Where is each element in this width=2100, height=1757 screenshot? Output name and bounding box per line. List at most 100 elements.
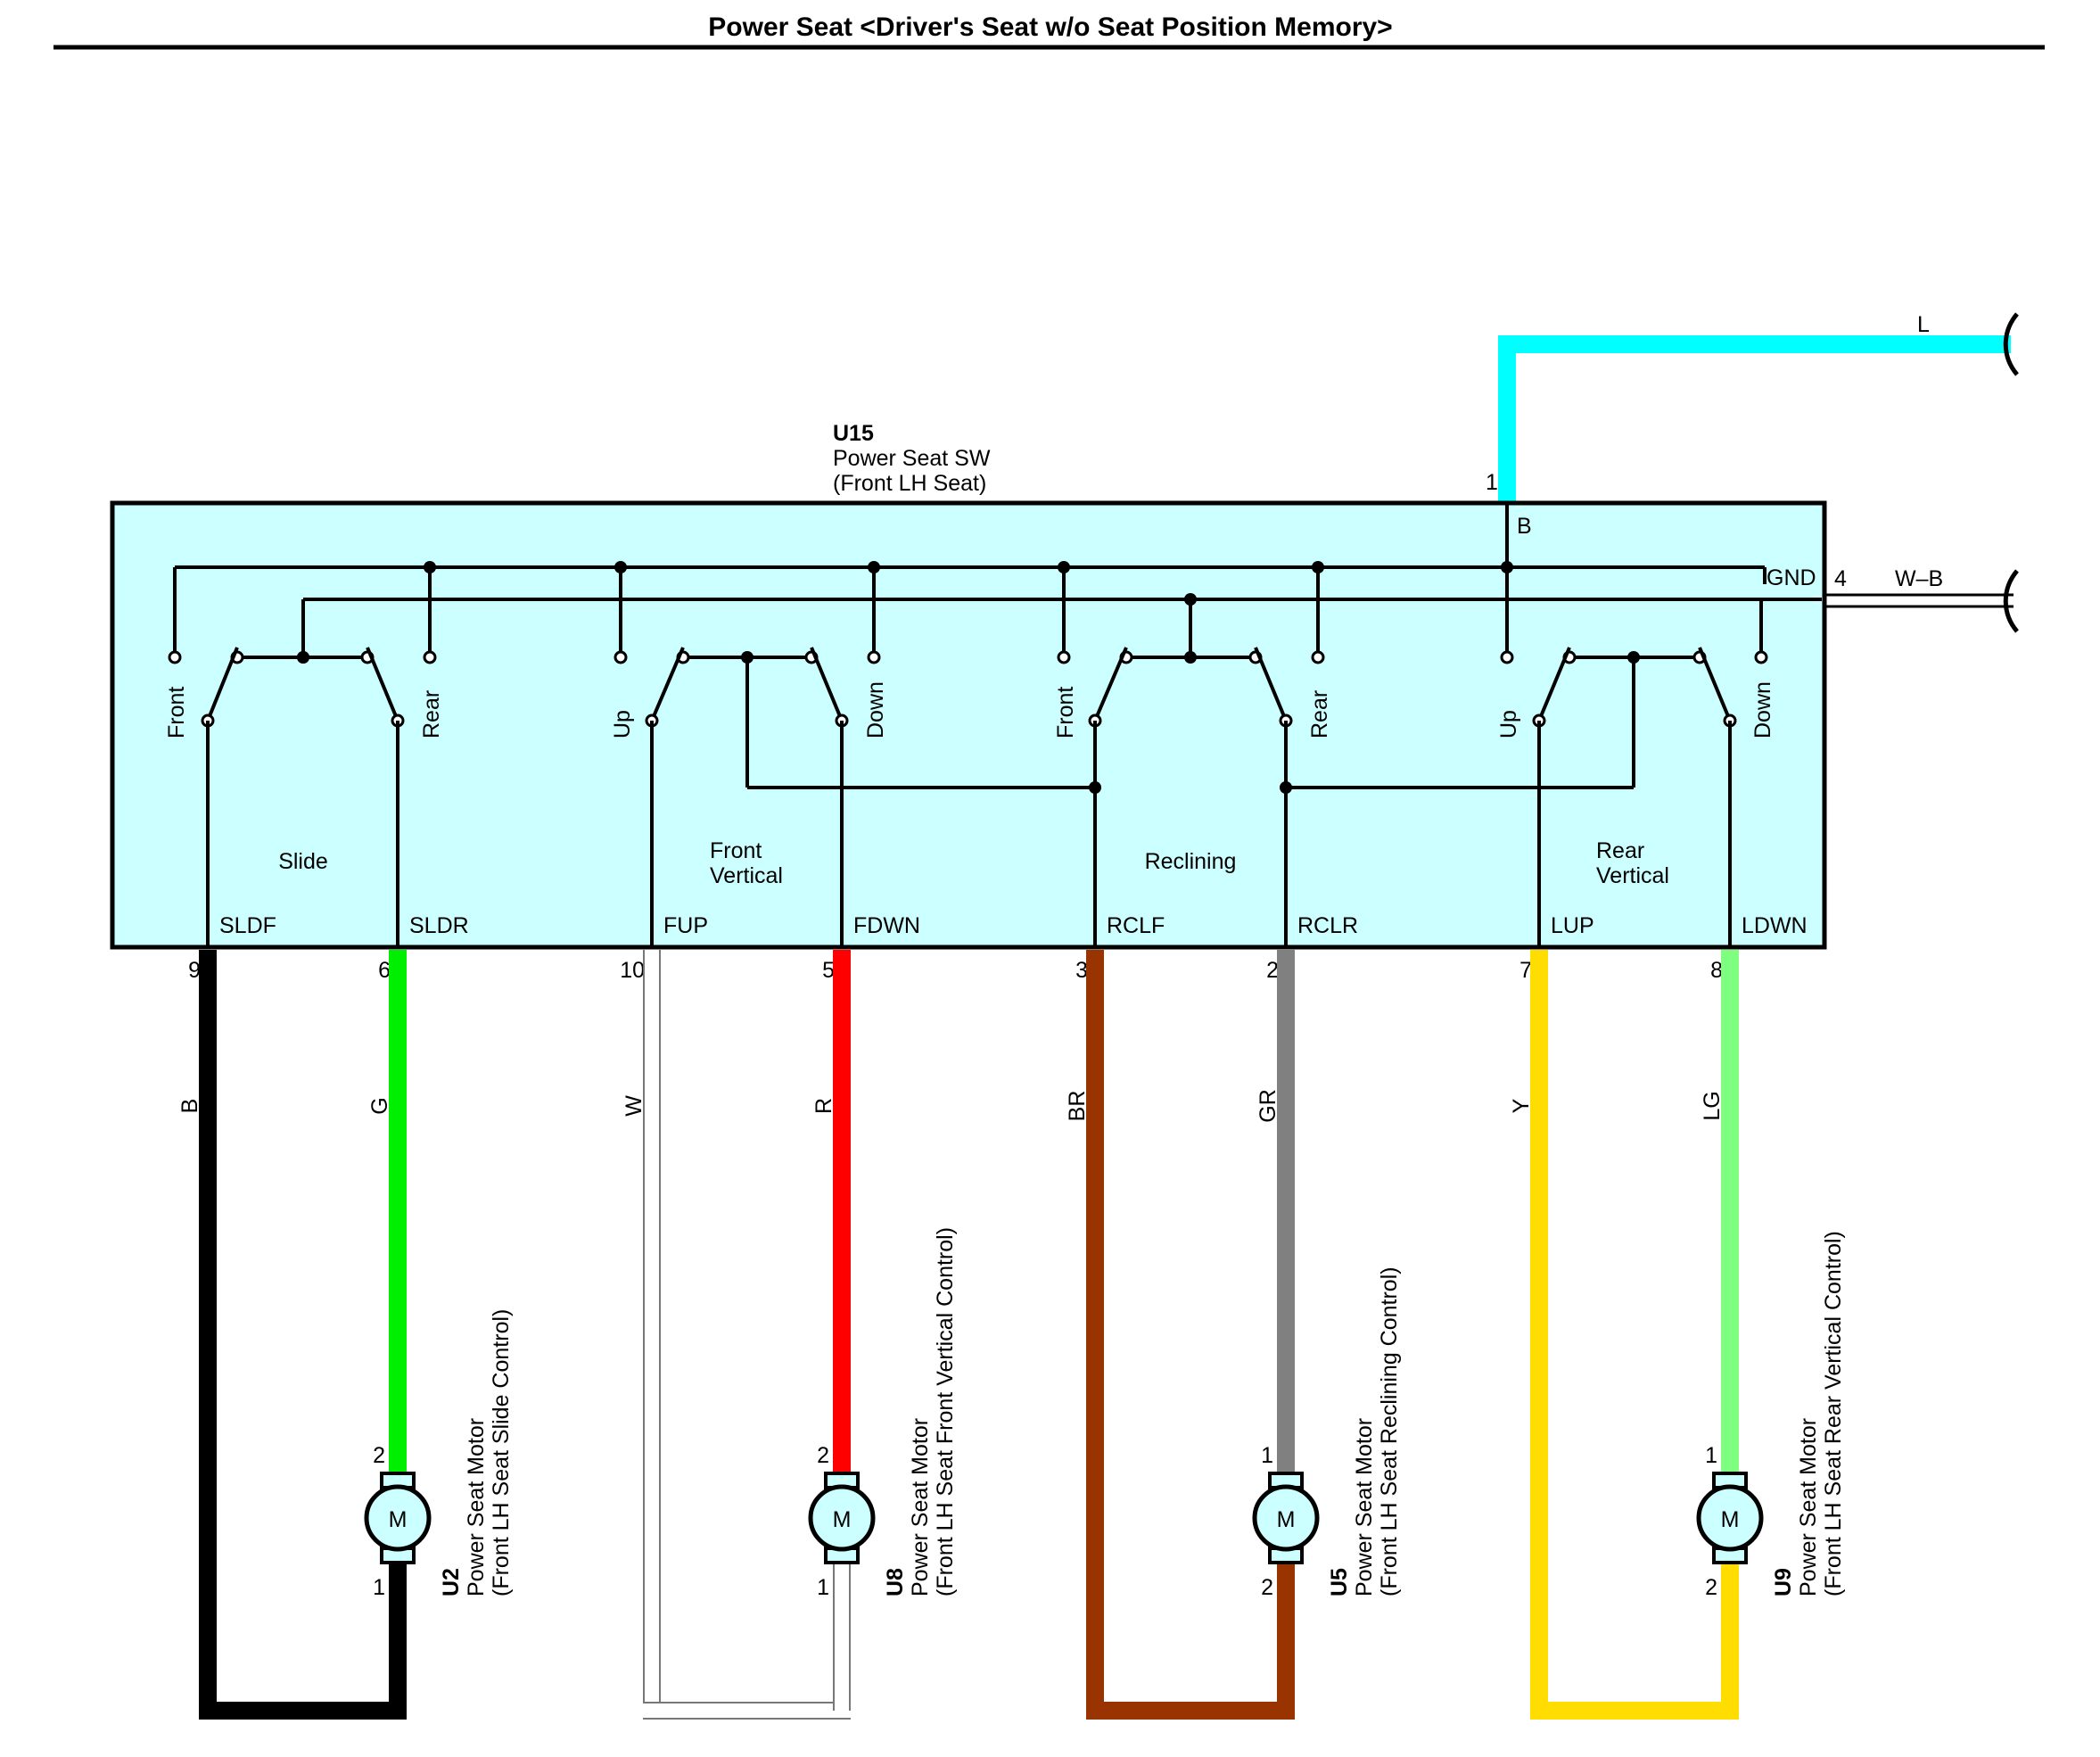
- motor-name-1: Power Seat Motor: [908, 1418, 933, 1596]
- motor-symbol-3: M: [1721, 1507, 1740, 1532]
- motor-bottom-pin-3: 2: [1705, 1575, 1717, 1600]
- motor-name-2: Power Seat Motor: [1352, 1418, 1377, 1596]
- group-label-line1-3: Rear: [1596, 838, 1644, 863]
- diagram-title: Power Seat <Driver's Seat w/o Seat Posit…: [708, 12, 1392, 42]
- contact-terminal-right-0: [423, 650, 437, 664]
- terminal-name-1: SLDR: [409, 913, 469, 938]
- motor-body-icon-0: [364, 1484, 432, 1552]
- contact-terminal-left-2: [1057, 650, 1071, 664]
- motor-symbol-2: M: [1277, 1507, 1296, 1532]
- motor-name-0: Power Seat Motor: [464, 1418, 489, 1596]
- motor-top-pin-0: 2: [373, 1443, 385, 1468]
- ground-label: GND: [1766, 565, 1816, 590]
- wire-color-label-6: Y: [1509, 1098, 1534, 1113]
- motor-top-pin-2: 1: [1261, 1443, 1273, 1468]
- power-feed-wire-color-label: L: [1917, 312, 1930, 337]
- contact-terminal-left-0: [168, 650, 182, 664]
- terminal-name-7: LDWN: [1742, 913, 1808, 938]
- motor-id-0: U2: [439, 1568, 464, 1596]
- terminal-pin-1: 6: [378, 958, 391, 983]
- slide-pivot-dot: [297, 651, 309, 664]
- motor-top-pin-3: 1: [1705, 1443, 1717, 1468]
- motor-bottom-pin-0: 1: [373, 1575, 385, 1600]
- wire-color-label-1: G: [367, 1097, 392, 1114]
- terminal-pin-5: 2: [1266, 958, 1279, 983]
- motor-location-1: (Front LH Seat Front Vertical Control): [933, 1227, 958, 1596]
- contact-label-right-1: Down: [863, 681, 888, 738]
- wire-color-label-3: R: [811, 1098, 836, 1114]
- switch-location: (Front LH Seat): [833, 471, 986, 496]
- bus-junction-dot-1: [424, 561, 436, 573]
- ground-wire-color-label: W–B: [1895, 566, 1943, 591]
- contact-terminal-left-1: [614, 650, 628, 664]
- motor-symbol-0: M: [389, 1507, 408, 1532]
- contact-terminal-left-3: [1500, 650, 1514, 664]
- terminal-pin-0: 9: [188, 958, 201, 983]
- contact-label-left-2: Front: [1053, 687, 1078, 738]
- contact-label-right-3: Down: [1750, 681, 1775, 738]
- wire-color-label-5: GR: [1256, 1089, 1281, 1123]
- contact-terminal-right-3: [1754, 650, 1768, 664]
- terminal-pin-7: 8: [1710, 958, 1723, 983]
- power-feed-wire: [1498, 335, 2011, 501]
- terminal-name-4: RCLF: [1107, 913, 1165, 938]
- power-seat-switch-box: [110, 500, 1827, 950]
- motor-location-2: (Front LH Seat Reclining Control): [1377, 1266, 1402, 1596]
- ground-wire-break-icon: [2003, 569, 2019, 633]
- contact-label-left-3: Up: [1496, 710, 1521, 738]
- motor-body-icon-2: [1252, 1484, 1320, 1552]
- switch-internal-circuit: [168, 501, 1822, 794]
- switch-arm-right-1: [810, 647, 844, 722]
- switch-arm-right-0: [366, 647, 399, 722]
- wire-color-label-7: LG: [1700, 1091, 1725, 1120]
- ground-pin-number: 4: [1834, 566, 1847, 591]
- power-feed-wire-break-icon: [2003, 312, 2019, 376]
- switch-arm-right-3: [1698, 647, 1732, 722]
- motor-location-3: (Front LH Seat Rear Vertical Control): [1821, 1231, 1846, 1596]
- terminal-name-6: LUP: [1551, 913, 1594, 938]
- terminal-pin-6: 7: [1519, 958, 1532, 983]
- terminal-name-2: FUP: [663, 913, 708, 938]
- switch-name: Power Seat SW: [833, 446, 991, 471]
- motor-id-3: U9: [1771, 1568, 1796, 1596]
- switch-arm-left-0: [206, 647, 239, 722]
- motor-id-2: U5: [1327, 1568, 1352, 1596]
- motor-body-icon-3: [1696, 1484, 1764, 1552]
- terminal-name-0: SLDF: [219, 913, 276, 938]
- switch-id: U15: [833, 421, 874, 446]
- motor-body-icon-1: [808, 1484, 876, 1552]
- wire-color-label-0: B: [177, 1099, 202, 1114]
- group-label-2: Reclining: [1145, 849, 1237, 874]
- motor-name-3: Power Seat Motor: [1796, 1418, 1821, 1596]
- wire-color-label-4: BR: [1065, 1091, 1090, 1122]
- motor-location-0: (Front LH Seat Slide Control): [489, 1309, 514, 1596]
- motor-bottom-pin-1: 1: [817, 1575, 829, 1600]
- contact-terminal-right-1: [867, 650, 881, 664]
- contact-label-left-0: Front: [164, 687, 189, 738]
- switch-arm-left-3: [1537, 647, 1571, 722]
- group-label-line1-1: Front: [710, 838, 762, 863]
- bus-junction-dot-4: [1058, 561, 1070, 573]
- terminal-pin-3: 5: [822, 958, 835, 983]
- motor-id-1: U8: [883, 1568, 908, 1596]
- switch-terminals: SLDF9BSLDR6GFUP10WFDWN5RRCLF3BRRCLR2GRLU…: [177, 721, 1808, 1720]
- motor-symbol-1: M: [833, 1507, 852, 1532]
- switch-arm-right-2: [1254, 647, 1288, 722]
- motor-bottom-pin-2: 2: [1261, 1575, 1273, 1600]
- power-pin-number: 1: [1486, 470, 1498, 495]
- contact-label-right-2: Rear: [1307, 690, 1332, 738]
- power-pin-label: B: [1517, 514, 1532, 539]
- switch-arm-left-1: [650, 647, 685, 722]
- contact-terminal-right-2: [1311, 650, 1325, 664]
- group-label-line2-1: Vertical: [710, 863, 783, 888]
- bus-junction-dot-5: [1312, 561, 1324, 573]
- motor-top-pin-1: 2: [817, 1443, 829, 1468]
- group-label-line2-3: Vertical: [1596, 863, 1669, 888]
- bus-junction-dot-3: [868, 561, 880, 573]
